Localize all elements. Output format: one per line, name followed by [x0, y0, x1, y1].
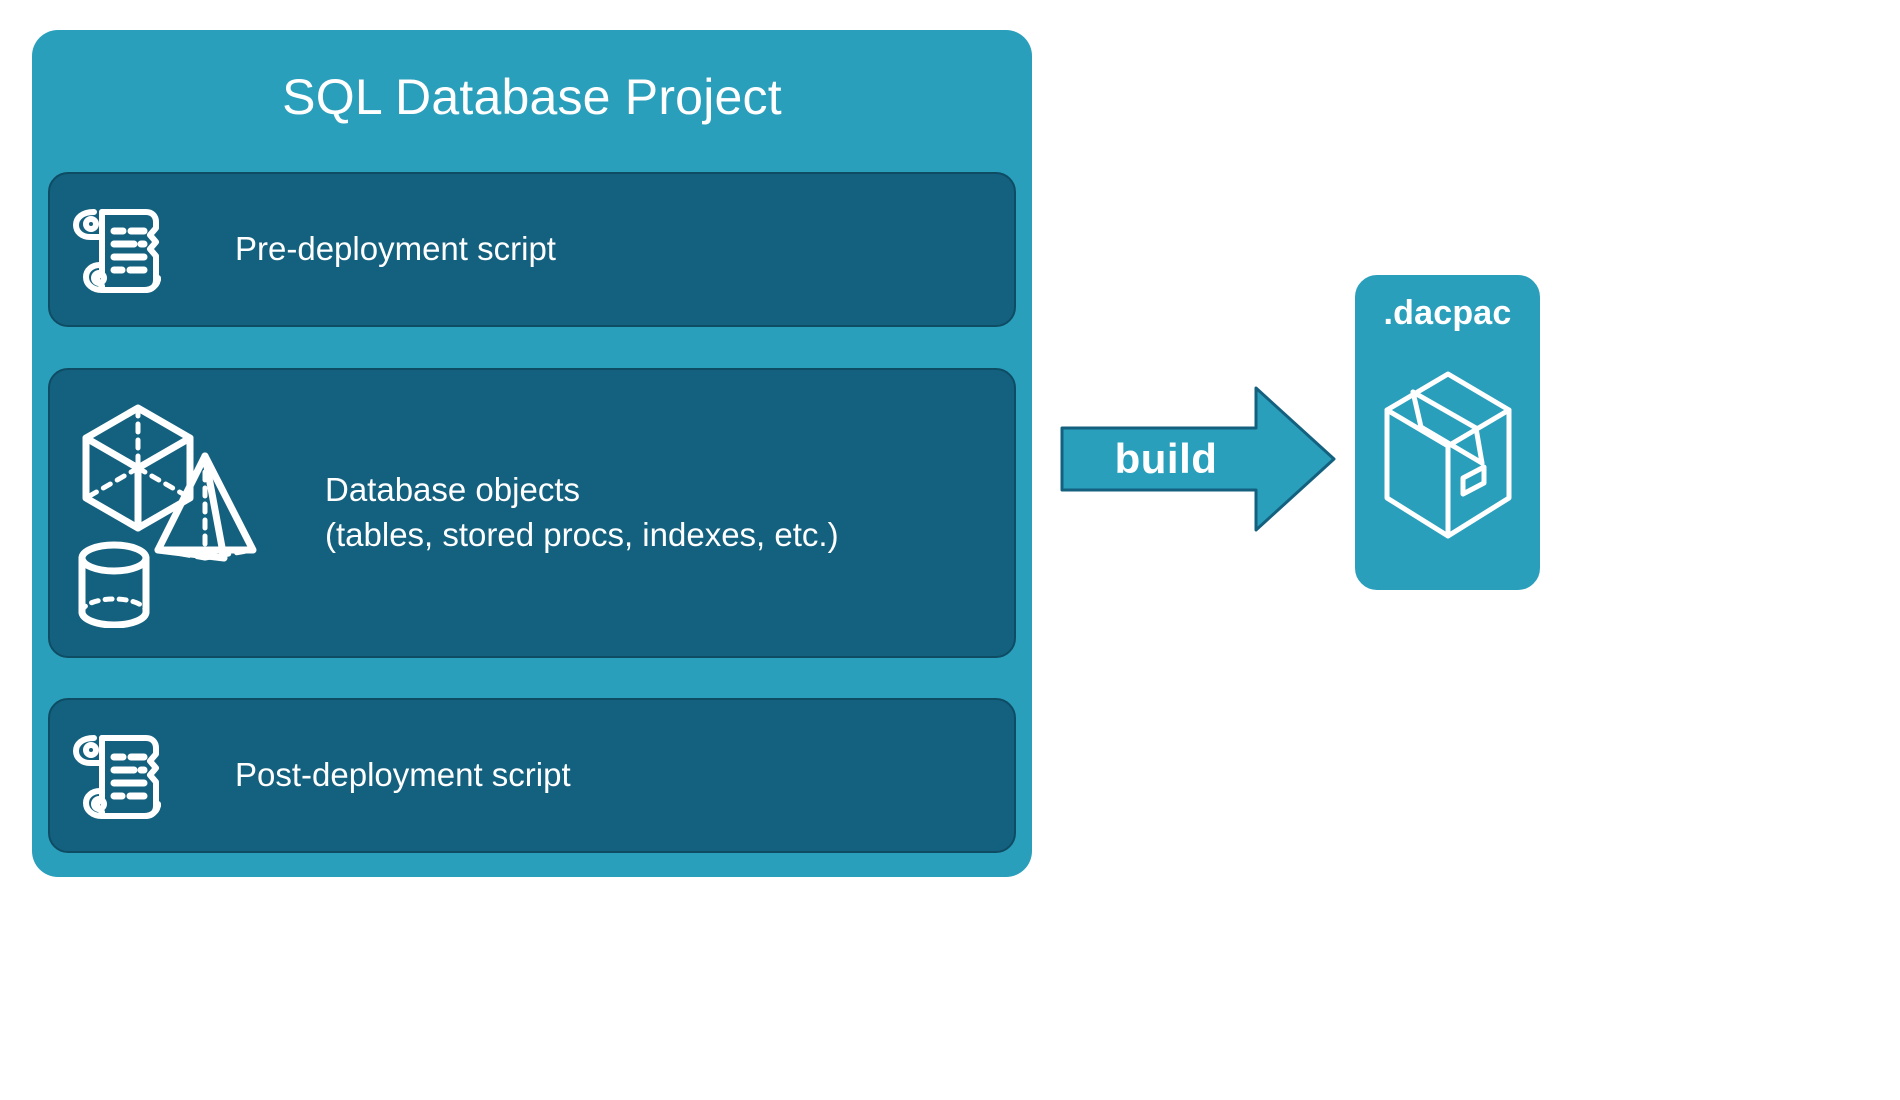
panel-label: Database objects (tables, stored procs, …	[325, 471, 839, 553]
right-arrow-icon	[1060, 386, 1336, 532]
panel-database-objects[interactable]: Database objects (tables, stored procs, …	[48, 368, 1016, 658]
panel-pre-deployment-script[interactable]: Pre-deployment script	[48, 172, 1016, 327]
dacpac-output-card[interactable]: .dacpac	[1355, 275, 1540, 590]
panel-post-deployment-script[interactable]: Post-deployment script	[48, 698, 1016, 853]
sql-database-project-container: SQL Database Project	[32, 30, 1032, 877]
shapes-icon	[72, 398, 277, 628]
package-box-icon	[1383, 370, 1513, 542]
page-title: SQL Database Project	[282, 69, 782, 125]
dacpac-title: .dacpac	[1383, 294, 1512, 332]
scroll-icon	[72, 198, 168, 302]
scroll-icon	[72, 724, 168, 828]
panel-label: Pre-deployment script	[235, 230, 556, 268]
panel-label: Post-deployment script	[235, 756, 571, 794]
